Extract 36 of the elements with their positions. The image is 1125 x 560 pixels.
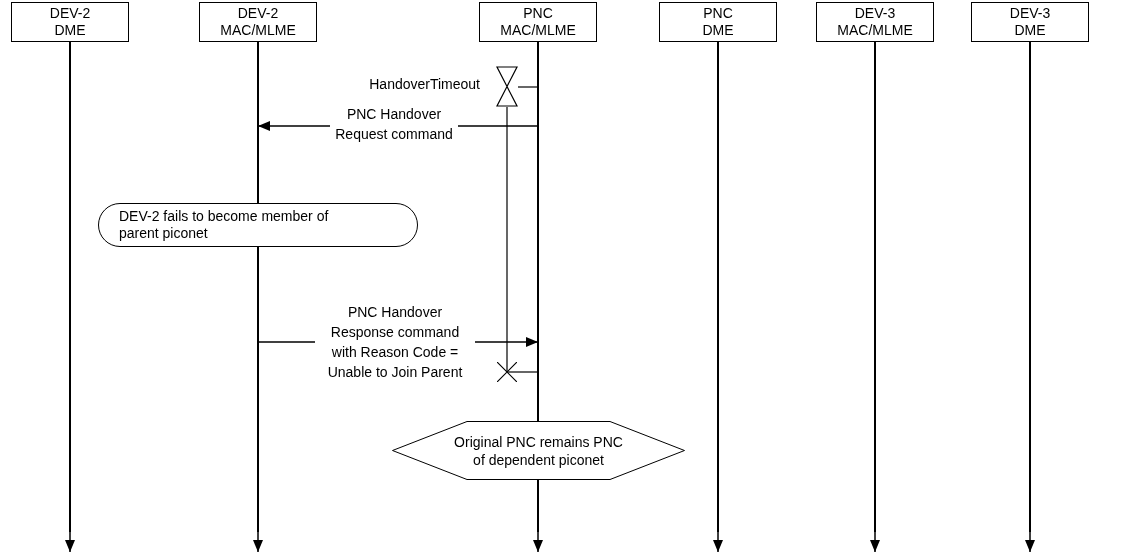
lifeline xyxy=(874,42,876,532)
lifeline xyxy=(537,480,539,532)
participant-box xyxy=(659,2,777,42)
lifeline xyxy=(537,42,539,421)
node-text: DEV-2 fails to become member of parent piconet xyxy=(119,208,330,242)
lifeline-arrow xyxy=(713,531,723,553)
lifeline xyxy=(257,247,259,532)
node-text: DEV-2 DME xyxy=(49,5,91,39)
timer-connector xyxy=(506,371,539,373)
timer-expiry-mark xyxy=(497,362,517,382)
lifeline-arrow xyxy=(870,531,880,553)
node-text: Original PNC remains PNC of dependent piconet xyxy=(453,432,624,469)
node-text: PNC MAC/MLME xyxy=(500,5,576,39)
node-text: DEV-3 DME xyxy=(1009,5,1051,39)
lifeline xyxy=(717,42,719,532)
state-box xyxy=(98,203,418,247)
lifeline-arrow xyxy=(533,531,543,553)
participant-box xyxy=(11,2,129,42)
participant-box xyxy=(199,2,317,42)
condition-hexagon xyxy=(392,421,685,480)
lifeline xyxy=(69,42,71,532)
lifeline xyxy=(257,42,259,203)
timer-label: HandoverTimeout xyxy=(369,75,480,93)
participant-box xyxy=(971,2,1089,42)
node-text: PNC DME xyxy=(702,5,734,39)
lifeline xyxy=(1029,42,1031,532)
timer-line xyxy=(506,106,508,373)
lifeline-arrow xyxy=(65,531,75,553)
node-text: DEV-2 MAC/MLME xyxy=(220,5,296,39)
participant-box xyxy=(816,2,934,42)
timer-start-symbol xyxy=(496,66,518,107)
lifeline-arrow xyxy=(253,531,263,553)
participant-box xyxy=(479,2,597,42)
node-text: DEV-3 MAC/MLME xyxy=(837,5,913,39)
timer-connector xyxy=(517,86,539,88)
lifeline-arrow xyxy=(1025,531,1035,553)
